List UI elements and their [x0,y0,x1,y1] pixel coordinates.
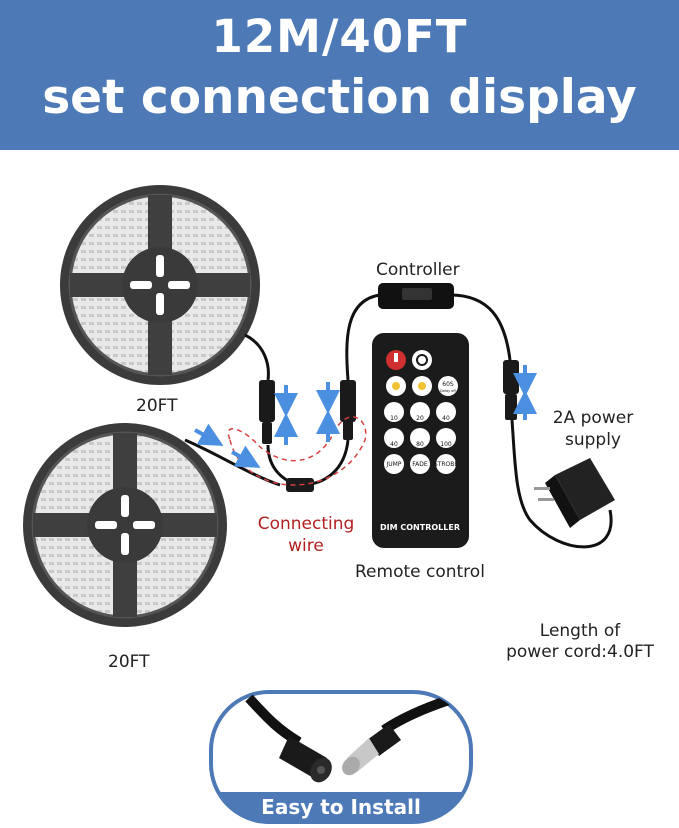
power-supply-label-1: 2A power [552,408,634,428]
controller-label: Controller [376,260,460,280]
remote-btn-100: 100 [440,441,452,448]
connection-illustration: 60S Delay off 10 20 40 40 80 100 JUMP FA… [23,185,615,627]
remote-btn-jump: JUMP [386,461,402,468]
title-line-2: set connection display [42,70,637,125]
easy-install-panel: Easy to Install [209,690,473,824]
controller-box [378,283,454,309]
remote-brand: DIM CONTROLLER [380,523,460,532]
title-banner: 12M/40FT set connection display [0,0,679,150]
easy-install-label: Easy to Install [261,795,421,819]
dc-connector-image [209,690,473,824]
remote-btn-timer-sub: Delay off [440,389,456,393]
remote-btn-timer: 60S [442,381,454,388]
remote-btn-10: 10 [390,415,398,422]
remote-btn-fade: FADE [412,461,428,468]
remote-control: 60S Delay off 10 20 40 40 80 100 JUMP FA… [372,333,469,548]
wire-connectors [259,360,519,492]
remote-btn-40a: 40 [442,415,450,422]
remote-btn-40b: 40 [390,441,398,448]
power-adapter [534,458,615,528]
remote-btn-20: 20 [416,415,424,422]
strip-top-length-label: 20FT [136,396,178,416]
connecting-wire-highlight [227,416,367,486]
cord-length-label-1: Length of [539,621,621,641]
direction-arrows [194,365,537,468]
led-reel-top [60,185,260,385]
title-line-1: 12M/40FT [211,10,468,63]
cord-length-label-2: power cord:4.0FT [506,642,654,662]
connecting-wire-label-2: wire [288,536,324,556]
connecting-wire-label-1: Connecting [257,514,355,534]
remote-btn-80: 80 [416,441,424,448]
led-reel-bottom [23,423,227,627]
strip-bottom-length-label: 20FT [108,652,150,672]
power-supply-label-2: supply [565,430,621,450]
remote-control-label: Remote control [355,562,485,582]
remote-btn-strobe: STROBE [434,461,458,468]
